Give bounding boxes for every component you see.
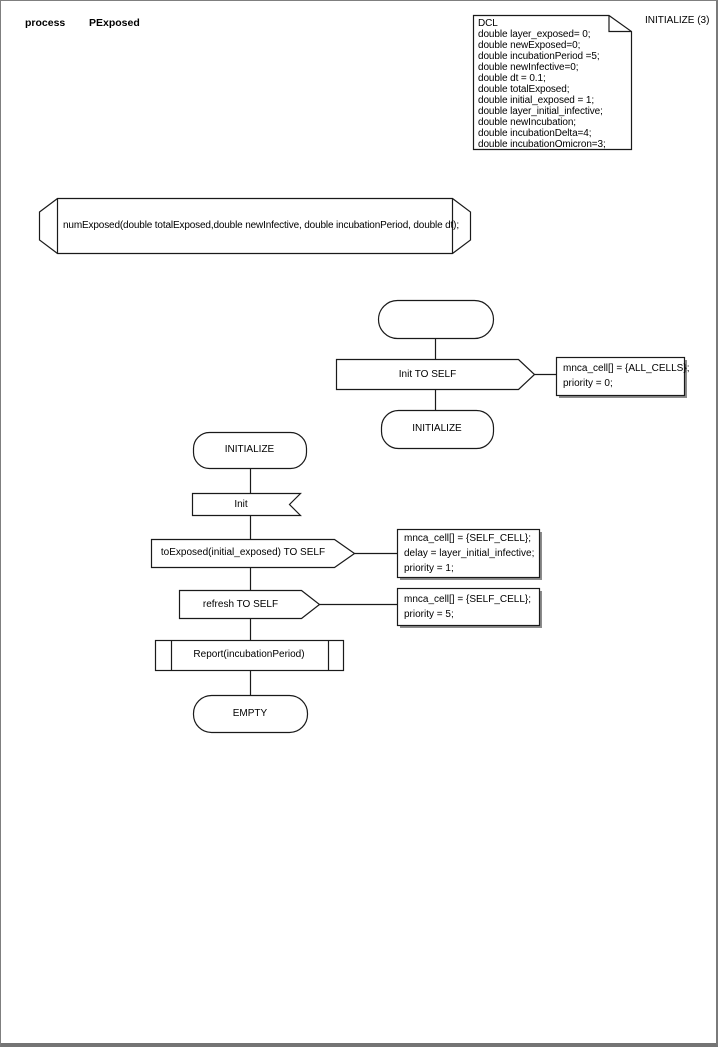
output-symbol-refresh[interactable] — [178, 589, 321, 620]
procedure-declaration-symbol[interactable] — [38, 197, 472, 255]
state-symbol-initialize[interactable] — [192, 431, 308, 470]
state-symbol-initialize-main[interactable] — [380, 409, 495, 450]
output-symbol-toexposed[interactable] — [150, 538, 356, 569]
comment-box-init[interactable] — [555, 356, 688, 399]
comment-box-toexposed[interactable] — [396, 528, 543, 581]
state-symbol-empty[interactable] — [192, 694, 309, 734]
comment-box-refresh[interactable] — [396, 587, 543, 629]
start-symbol[interactable] — [377, 299, 495, 340]
procedure-call-symbol-report[interactable] — [154, 639, 345, 672]
text-symbol-declarations[interactable] — [472, 14, 633, 151]
declarations-text: DCL double layer_exposed= 0; double newE… — [478, 18, 606, 150]
input-symbol-init[interactable] — [191, 492, 302, 517]
output-symbol-init[interactable] — [335, 358, 536, 391]
